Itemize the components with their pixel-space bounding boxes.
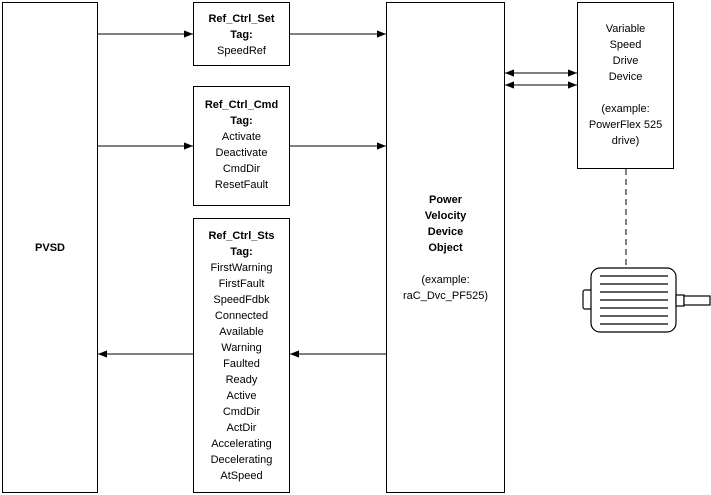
ref-ctrl-sts-member: FirstFault xyxy=(218,278,265,290)
ref-ctrl-sts-member: SpeedFdbk xyxy=(213,294,270,306)
ref-ctrl-sts-member: Faulted xyxy=(223,358,260,370)
ref-ctrl-sts-member: Accelerating xyxy=(211,438,272,450)
drive-device-label: Variable xyxy=(605,23,646,35)
ref-ctrl-cmd-member: CmdDir xyxy=(222,163,261,175)
ref-ctrl-set-box: Ref_Ctrl_Set Tag: SpeedRef xyxy=(193,2,290,66)
drive-device-label: Drive xyxy=(612,55,639,67)
pvsd-block: PVSD xyxy=(2,2,98,493)
ref-ctrl-set-tag-label: Tag: xyxy=(230,29,253,41)
ref-ctrl-sts-tag-label: Tag: xyxy=(230,246,253,258)
ref-ctrl-set-title: Ref_Ctrl_Set xyxy=(208,13,275,25)
ref-ctrl-sts-member: Decelerating xyxy=(210,454,273,466)
ref-ctrl-set-member: SpeedRef xyxy=(217,45,266,57)
device-object-title: Velocity xyxy=(424,209,467,222)
drive-device-block: Variable Speed Drive Device (example: Po… xyxy=(577,2,674,169)
device-object-title: Device xyxy=(427,225,464,238)
ref-ctrl-cmd-member: Activate xyxy=(221,131,262,143)
ref-ctrl-sts-member: ActDir xyxy=(226,422,257,434)
ref-ctrl-cmd-member: ResetFault xyxy=(214,179,269,191)
device-object-title: Power xyxy=(428,193,462,206)
drive-device-example: PowerFlex 525 xyxy=(588,119,663,131)
device-object-title: Object xyxy=(428,241,463,254)
drive-device-example: (example: xyxy=(601,103,650,115)
ref-ctrl-sts-member: Available xyxy=(219,326,264,338)
drive-device-label: Speed xyxy=(609,39,642,51)
ref-ctrl-sts-member: FirstWarning xyxy=(210,262,273,274)
device-object-block: Power Velocity Device Object (example: r… xyxy=(386,2,505,493)
ref-ctrl-cmd-title: Ref_Ctrl_Cmd xyxy=(204,99,279,111)
drive-device-label: Device xyxy=(608,71,643,83)
drive-device-example: drive) xyxy=(611,135,640,147)
ref-ctrl-sts-title: Ref_Ctrl_Sts xyxy=(208,230,275,242)
ref-ctrl-sts-box: Ref_Ctrl_Sts Tag: FirstWarning FirstFaul… xyxy=(193,218,290,493)
ref-ctrl-cmd-tag-label: Tag: xyxy=(230,115,253,127)
ref-ctrl-sts-member: AtSpeed xyxy=(220,470,263,482)
device-object-example: (example: xyxy=(421,273,470,286)
motor-icon xyxy=(582,267,711,333)
ref-ctrl-sts-member: CmdDir xyxy=(222,406,261,418)
ref-ctrl-sts-member: Ready xyxy=(225,374,258,386)
pvsd-label: PVSD xyxy=(35,241,65,254)
ref-ctrl-cmd-box: Ref_Ctrl_Cmd Tag: Activate Deactivate Cm… xyxy=(193,86,290,206)
ref-ctrl-sts-member: Warning xyxy=(221,342,262,354)
ref-ctrl-cmd-member: Deactivate xyxy=(215,147,268,159)
device-object-example: raC_Dvc_PF525) xyxy=(403,289,488,302)
ref-ctrl-sts-member: Connected xyxy=(214,310,269,322)
ref-ctrl-sts-member: Active xyxy=(226,390,257,402)
